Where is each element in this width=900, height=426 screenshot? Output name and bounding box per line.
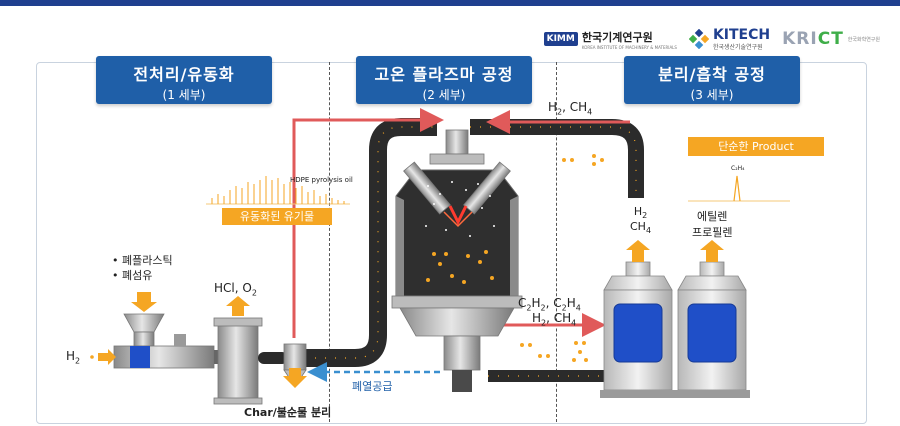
hdpe-label: HDPE pyrolysis oil — [290, 176, 353, 184]
hcl-o2-label: HCl, O2 — [214, 281, 257, 298]
h2-arrow — [98, 349, 116, 365]
red-arrow-to-reactor — [292, 108, 444, 338]
product-gas-label-1: C2H2, C2H4 — [518, 296, 581, 313]
hcl-up-arrow — [226, 296, 250, 316]
recycle-gas-label: H2, CH4 — [548, 100, 593, 117]
stage-header-separation: 분리/흡착 공정 (3 세부) — [624, 56, 800, 104]
h2-input-label: H2 — [66, 349, 81, 366]
stage-divider-2 — [556, 62, 557, 422]
plasma-reactor — [391, 129, 523, 392]
krict-name: KRICT — [782, 29, 844, 49]
stage-subtitle: (3 세부) — [690, 88, 734, 102]
kimm-logo: KIMM 한국기계연구원 KOREA INSTITUTE OF MACHINER… — [543, 29, 677, 50]
reactor-particles — [425, 181, 495, 237]
product-molecules — [520, 341, 588, 362]
kimm-sub: KOREA INSTITUTE OF MACHINERY & MATERIALS — [581, 44, 677, 50]
recycle-pipe — [470, 119, 644, 198]
char-down-arrow — [283, 368, 307, 388]
fluidized-organics-box: 유동화된 유기물 — [222, 208, 332, 225]
top-accent-bar — [0, 0, 900, 6]
stage-divider-1 — [329, 62, 330, 422]
feed-label-fiber: • 폐섬유 — [112, 269, 153, 282]
feed-label-plastic: • 폐플라스틱 — [112, 254, 173, 267]
krict-name-a: KRI — [782, 29, 818, 49]
recycle-molecules — [562, 154, 604, 166]
kitech-mark-icon — [688, 29, 709, 49]
stage-title: 고온 플라즈마 공정 — [374, 65, 514, 84]
dehalogenation-column — [213, 317, 263, 405]
separation-tank-2 — [674, 261, 750, 398]
simple-product-box: 단순한 Product — [688, 137, 824, 156]
tank1-up-arrow — [626, 240, 650, 262]
reactor-molecules — [426, 250, 494, 284]
stage-subtitle: (2 세부) — [422, 88, 466, 102]
product-peak-label: C₂H₄ — [731, 165, 745, 172]
product-peak — [688, 175, 790, 202]
h2-dot — [90, 355, 94, 359]
krict-name-b: CT — [817, 29, 844, 49]
stage-subtitle: (1 세부) — [162, 88, 206, 102]
char-separation-label: Char/불순물 분리 — [244, 406, 332, 419]
krict-logo: KRICT 한국화학연구원 — [782, 29, 880, 49]
stage-header-pretreatment: 전처리/유동화 (1 세부) — [96, 56, 272, 104]
tank2-up-arrow — [700, 240, 724, 262]
kimm-mark: KIMM — [543, 32, 578, 46]
main-pipe — [305, 118, 437, 367]
kitech-name: KITECH — [712, 26, 771, 43]
feed-arrow — [131, 292, 157, 312]
tank2-output-label: 에틸렌 프로필렌 — [692, 210, 733, 239]
kitech-sub: 한국생산기술연구원 — [712, 43, 763, 51]
product-gas-label-2: H2, CH4 — [532, 311, 577, 328]
connector-pipe — [258, 352, 288, 364]
kimm-name: 한국기계연구원 — [581, 30, 653, 44]
stage-title: 분리/흡착 공정 — [658, 65, 766, 84]
logo-bar: KIMM 한국기계연구원 KOREA INSTITUTE OF MACHINER… — [543, 26, 880, 52]
stage-title: 전처리/유동화 — [133, 65, 235, 84]
hdpe-spectrum — [206, 176, 350, 205]
krict-sub: 한국화학연구원 — [847, 36, 880, 43]
tank1-output-label: H2 CH4 — [630, 205, 652, 236]
extruder — [113, 313, 224, 369]
kitech-logo: KITECH 한국생산기술연구원 — [688, 26, 771, 51]
stage-header-plasma: 고온 플라즈마 공정 (2 세부) — [356, 56, 532, 104]
separation-tank-1 — [600, 261, 676, 398]
heat-supply-label: 폐열공급 — [352, 380, 393, 393]
